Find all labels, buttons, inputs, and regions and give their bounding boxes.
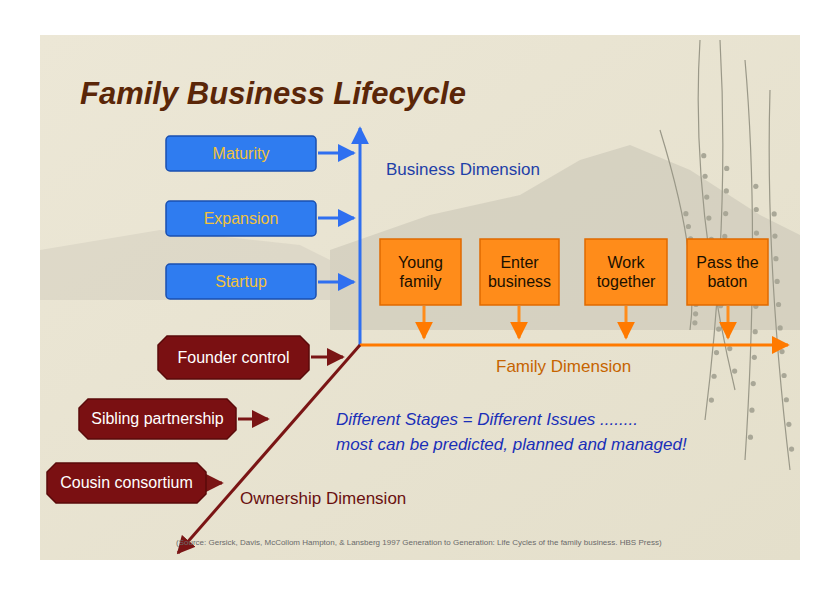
willow-branch — [769, 90, 790, 470]
box-shape — [166, 201, 316, 236]
box-label: Pass the baton — [692, 253, 763, 291]
box-outline — [479, 238, 560, 306]
axis-title: Ownership Dimension — [240, 489, 406, 509]
willow-bud — [701, 153, 706, 158]
axis-title: Business Dimension — [386, 160, 540, 180]
willow-bud — [692, 320, 697, 325]
pointer-arrow — [318, 281, 354, 284]
willow-bud — [753, 184, 758, 189]
willow-bud — [714, 350, 719, 355]
pointer-arrow — [238, 418, 268, 421]
box-shape — [158, 336, 309, 379]
willow-bud — [702, 174, 707, 179]
axis-title: Family Dimension — [496, 357, 631, 377]
lifecycle-box: Pass the baton — [686, 238, 769, 306]
willow-bud — [754, 207, 759, 212]
box-shape — [380, 239, 461, 305]
willow-bud — [752, 355, 757, 360]
willow-bud — [693, 311, 698, 316]
willow-bud — [722, 234, 727, 239]
willow-bud — [772, 211, 777, 216]
pointer-arrow — [727, 306, 730, 338]
willow-bud — [709, 397, 714, 402]
panel — [40, 35, 800, 560]
lifecycle-box: Enter business — [479, 238, 560, 306]
willow-bud — [724, 188, 729, 193]
willow-bud — [704, 194, 709, 199]
willow-bud — [716, 326, 721, 331]
pointer-arrow — [311, 356, 343, 359]
box-label: Founder control — [177, 348, 289, 367]
willow-bud — [775, 279, 780, 284]
willow-branch — [705, 40, 723, 420]
lifecycle-box: Startup — [165, 263, 317, 300]
family-axis — [360, 344, 788, 347]
lifecycle-box: Young family — [379, 238, 462, 306]
mountain — [330, 145, 800, 330]
box-label: Young family — [385, 253, 456, 291]
box-label: Cousin consortium — [60, 473, 193, 492]
willow-bud — [706, 215, 711, 220]
box-shape — [79, 399, 236, 439]
willow-bud — [683, 211, 688, 216]
box-shape — [166, 136, 316, 171]
willow-bud — [749, 408, 754, 413]
willow-bud — [723, 211, 728, 216]
willow-bud — [786, 422, 791, 427]
box-label: Expansion — [204, 209, 279, 228]
willow-bud — [751, 381, 756, 386]
pointer-arrow — [518, 306, 521, 338]
willow-bud — [773, 256, 778, 261]
box-label: Sibling partnership — [91, 409, 224, 428]
willow-bud — [711, 374, 716, 379]
lifecycle-box: Work together — [584, 238, 668, 306]
pointer-arrow — [625, 306, 628, 338]
willow-branch — [698, 40, 735, 390]
box-shape — [585, 239, 667, 305]
willow-bud — [784, 397, 789, 402]
willow-bud — [732, 368, 737, 373]
pointer-arrow — [423, 306, 426, 338]
note: most can be predicted, planned and manag… — [336, 435, 687, 455]
box-shape — [687, 239, 768, 305]
source-caption: (Source: Gersick, Davis, McCollom Hampto… — [176, 538, 662, 547]
willow-bud — [686, 224, 691, 229]
willow-bud — [778, 325, 783, 330]
business-axis — [359, 128, 362, 345]
box-outline — [584, 238, 668, 306]
willow-bud — [772, 234, 777, 239]
lifecycle-box: Expansion — [165, 200, 317, 237]
title: Family Business Lifecycle — [80, 76, 466, 112]
pointer-arrow — [208, 482, 222, 485]
box-outline — [686, 238, 769, 306]
box-outline — [379, 238, 462, 306]
willow-bud — [753, 329, 758, 334]
box-shape — [166, 264, 316, 299]
lifecycle-box: Sibling partnership — [78, 398, 237, 440]
pointer-arrow — [318, 152, 354, 155]
willow-bud — [748, 435, 753, 440]
box-label: Startup — [215, 272, 267, 291]
willow-bud — [779, 349, 784, 354]
box-label: Work together — [590, 253, 662, 291]
box-label: Maturity — [213, 144, 270, 163]
hill — [40, 230, 330, 300]
box-shape — [480, 239, 559, 305]
willow-bud — [776, 302, 781, 307]
willow-bud — [789, 447, 794, 452]
willow-branches — [660, 40, 794, 470]
willow-bud — [754, 230, 759, 235]
lifecycle-box: Cousin consortium — [46, 462, 207, 504]
note: Different Stages = Different Issues ....… — [336, 410, 638, 430]
willow-bud — [727, 346, 732, 351]
willow-bud — [724, 166, 729, 171]
willow-bud — [781, 373, 786, 378]
box-label: Enter business — [485, 253, 554, 291]
lifecycle-box: Maturity — [165, 135, 317, 172]
pointer-arrow — [318, 217, 354, 220]
box-shape — [47, 463, 206, 503]
lifecycle-box: Founder control — [157, 335, 310, 380]
